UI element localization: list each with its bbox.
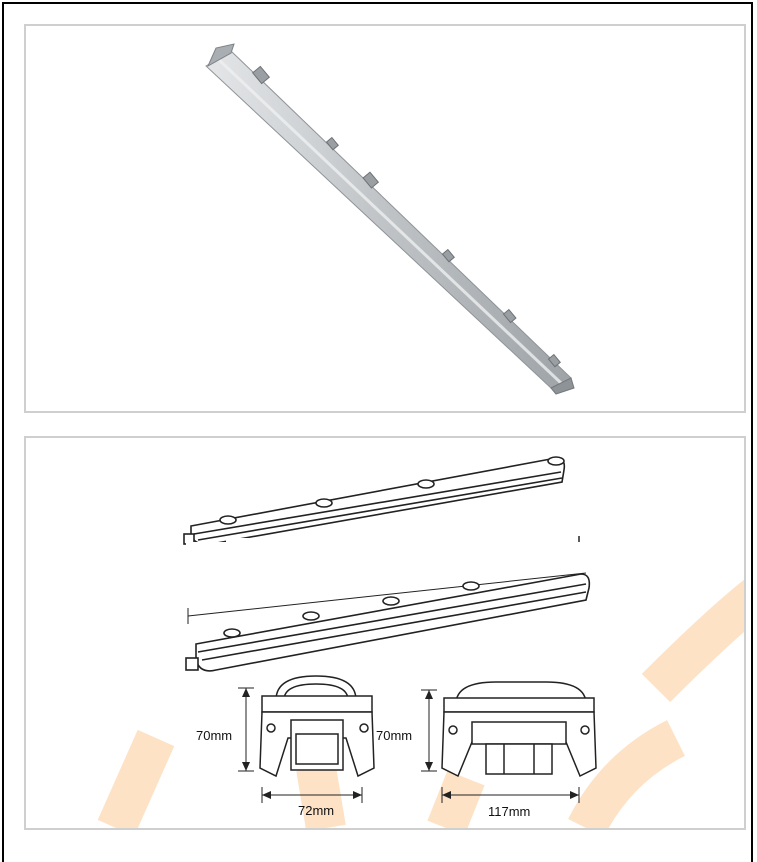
length-dimension-line bbox=[187, 572, 587, 624]
fixture-drawing-top bbox=[183, 456, 566, 546]
mounting-clips bbox=[251, 65, 561, 368]
technical-drawing: 70mm 70mm 72mm 117mm bbox=[97, 456, 744, 828]
dimension-lines bbox=[238, 687, 580, 803]
product-photo-panel bbox=[24, 24, 746, 413]
dim-label-right-height: 70mm bbox=[376, 728, 412, 743]
drawing-mask bbox=[186, 542, 606, 572]
dim-label-right-width: 117mm bbox=[488, 804, 530, 819]
dimension-arrows bbox=[242, 688, 579, 799]
dim-label-left-width: 72mm bbox=[298, 803, 334, 818]
fixture-drawing-bottom bbox=[185, 573, 591, 672]
technical-drawing-panel: 70mm 70mm 72mm 117mm bbox=[24, 436, 746, 830]
end-view-right bbox=[441, 681, 597, 778]
end-view-left bbox=[259, 675, 375, 778]
dim-label-left-height: 70mm bbox=[196, 728, 232, 743]
fixture-photo bbox=[205, 43, 575, 395]
fixture-body bbox=[205, 43, 575, 395]
watermark bbox=[97, 579, 744, 828]
